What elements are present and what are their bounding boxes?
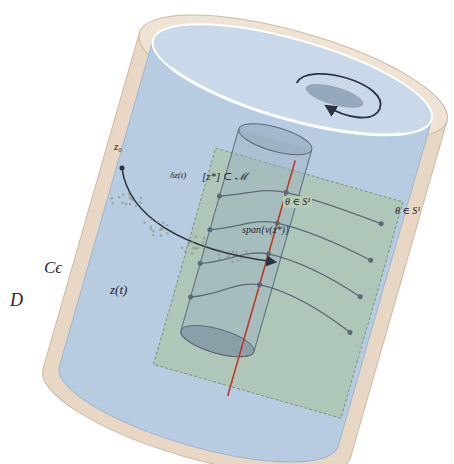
plane-label: span{v(z*)} [240,224,291,236]
start-label: z₀ [112,140,124,153]
noise-cloud [110,193,249,263]
domain-label: D [8,290,25,310]
phase-label: θ ∈ S¹ [393,205,422,217]
limit-cycle-disc [303,79,366,113]
set-label: [z*] ⊂ ℳ [200,170,250,183]
isochron-curves [191,174,383,342]
tube [178,129,312,363]
phase-label: θ ∈ S¹ [283,196,312,208]
trajectory [122,168,275,262]
orbit-arrow [292,65,386,123]
region-label: Cϵ [42,258,64,277]
trajectory-label: z(t) [108,282,129,297]
noise-label: δz(t) [168,170,188,181]
